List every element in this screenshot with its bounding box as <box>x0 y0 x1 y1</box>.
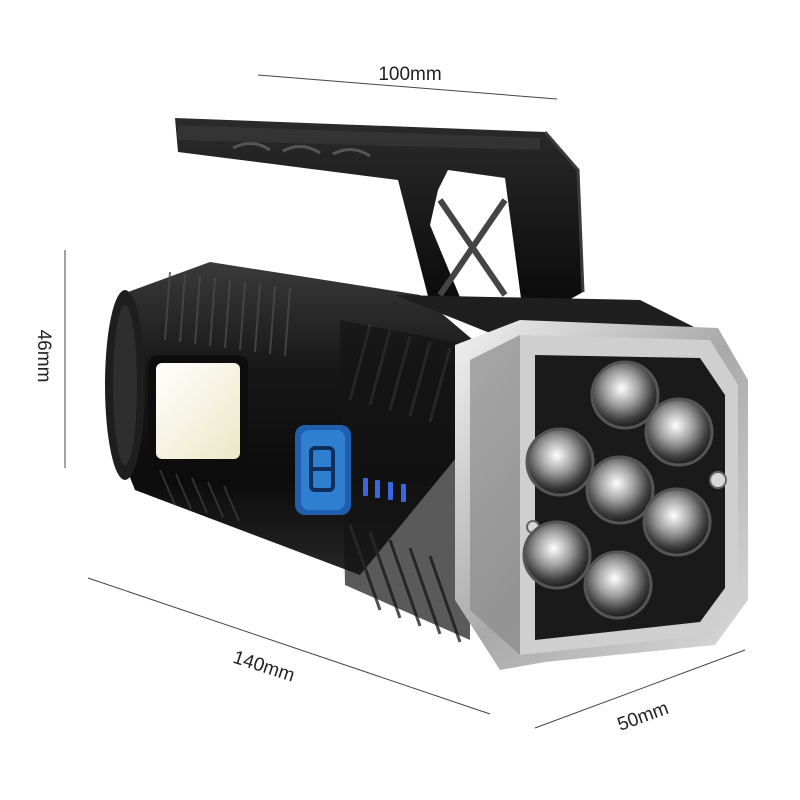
dimension-label-head-width: 50mm <box>615 698 672 736</box>
led-reflector <box>522 520 592 590</box>
carry-handle <box>175 118 585 306</box>
flashlight-body <box>105 262 700 643</box>
led-reflector <box>583 550 653 620</box>
led-reflector <box>525 427 595 497</box>
led-array <box>522 360 714 620</box>
power-button[interactable] <box>295 425 351 515</box>
battery-indicator <box>363 478 406 502</box>
battery-led <box>375 480 380 498</box>
led-reflector <box>644 397 714 467</box>
screw-icon <box>709 471 727 489</box>
dimension-label-length: 140mm <box>230 647 297 687</box>
led-reflector <box>590 360 660 430</box>
led-reflector <box>642 487 712 557</box>
dimension-label-top-width: 100mm <box>378 64 441 85</box>
led-reflector <box>585 455 655 525</box>
battery-led <box>363 478 368 496</box>
battery-led <box>401 484 406 502</box>
dimension-label-height: 46mm <box>33 330 54 383</box>
dimension-top-width: 100mm <box>257 64 558 100</box>
dimension-head-width: 50mm <box>534 649 746 736</box>
cob-light-panel <box>156 363 240 459</box>
battery-led <box>388 482 393 500</box>
flashlight <box>105 118 748 670</box>
dimension-height: 46mm <box>33 250 66 468</box>
